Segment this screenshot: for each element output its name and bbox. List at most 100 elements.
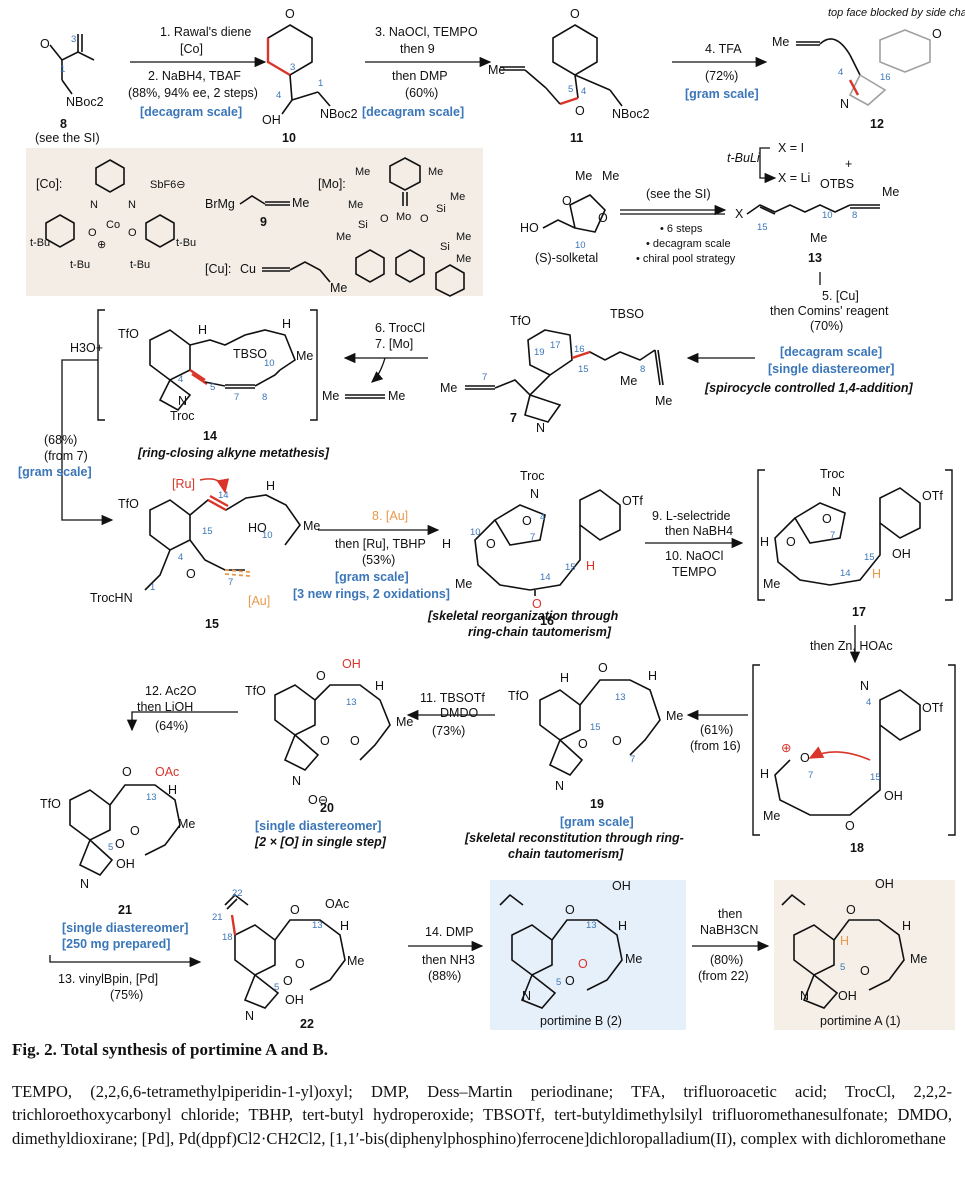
atom-num: 13	[615, 692, 626, 703]
solketal-route: (see the SI) • 6 steps • decagram scale …	[620, 187, 736, 265]
atom-me: Me	[292, 196, 309, 210]
scale-tag: [decagram scale]	[780, 345, 882, 359]
atom-num: 10	[822, 210, 833, 221]
atom-tfo: TfO	[40, 797, 61, 811]
step-line: then NH3	[422, 953, 475, 967]
compound-22: O OAc H Me O O OH N 22 21 18 13 5 22	[212, 888, 364, 1031]
atom-oac: OAc	[325, 897, 349, 911]
figure-caption: Fig. 2. Total synthesis of portimine A a…	[12, 1040, 328, 1059]
atom-o: O	[570, 7, 580, 21]
atom-num: 16	[574, 344, 585, 355]
compound-14: TfO H H TBSO Me N Troc 4 5 7 8 10 14 [ri…	[97, 309, 330, 460]
counter-ion: SbF6⊖	[150, 179, 186, 191]
atom-oh: OH	[875, 877, 894, 891]
atom-oh: OH	[116, 857, 135, 871]
compound-21: TfO O OAc H Me O O OH N 13 5 21 [single …	[40, 765, 195, 951]
atom-oh: OH	[285, 993, 304, 1007]
atom-me: Me	[330, 281, 347, 295]
atom-num: 10	[262, 530, 273, 541]
reconstitution-note: chain tautomerism]	[508, 847, 624, 861]
atom-me: Me	[348, 199, 363, 211]
atom-num: 5	[568, 84, 573, 95]
scale-tag: [gram scale]	[335, 570, 409, 584]
atom-me: Me	[450, 191, 465, 203]
step-line: 2. NaBH4, TBAF	[148, 69, 241, 83]
atom-num: 21	[212, 912, 223, 923]
atom-num: 7	[530, 532, 535, 543]
atom-o: O	[115, 837, 125, 851]
step-line: (70%)	[810, 319, 843, 333]
atom-h: H	[266, 479, 275, 493]
atom-oh: OH	[262, 113, 281, 127]
atom-troc: Troc	[520, 469, 545, 483]
atom-o: O	[846, 903, 856, 917]
atom-si: Si	[358, 219, 368, 231]
atom-h: H	[840, 934, 849, 948]
atom-num: 5	[108, 842, 113, 853]
step-5: 5. [Cu] then Comins' reagent (70%) [deca…	[686, 272, 914, 395]
atom-nboc: NBoc2	[66, 95, 104, 109]
atom-n: N	[536, 421, 545, 435]
route-note: • decagram scale	[646, 238, 731, 250]
atom-num: 10	[470, 527, 481, 538]
compound-label: 18	[850, 841, 864, 855]
atom-troc: Troc	[170, 409, 195, 423]
atom-num: 7	[234, 392, 239, 403]
atom-me: Me	[336, 231, 351, 243]
atom-h: H	[760, 767, 769, 781]
atom-me: Me	[455, 577, 472, 591]
atom-num: 13	[346, 697, 357, 708]
atom-num: 13	[586, 920, 597, 931]
atom-h: H	[872, 567, 881, 581]
scale-tag: [gram scale]	[560, 815, 634, 829]
atom-troc: Troc	[820, 467, 845, 481]
step-line: (73%)	[432, 724, 465, 738]
scale-tag: [250 mg prepared]	[62, 937, 170, 951]
atom-otf: OTf	[922, 489, 943, 503]
atom-o: O	[860, 964, 870, 978]
atom-o: O	[532, 597, 542, 611]
step-line: (60%)	[405, 86, 438, 100]
atom-num: 17	[550, 340, 561, 351]
atom-tfo: TfO	[508, 689, 529, 703]
atom-num: 5	[210, 382, 215, 393]
zn-step: then Zn, HOAc	[810, 625, 893, 664]
atom-me: Me	[428, 166, 443, 178]
atom-me: Me	[772, 35, 789, 49]
atom-num: 10	[264, 358, 275, 369]
step-11: 11. TBSOTf DMDO (73%)	[406, 691, 495, 738]
abbreviations-text: TEMPO, (2,2,6,6-tetramethylpiperidin-1-y…	[12, 1082, 952, 1148]
solketal: HO O O Me Me 10 (S)-solketal	[520, 169, 619, 265]
atom-num: 1	[60, 64, 65, 75]
step-line: 8. [Au]	[372, 509, 408, 523]
atom-me: Me	[440, 381, 457, 395]
atom-tbso: TBSO	[610, 307, 644, 321]
step-line: (88%, 94% ee, 2 steps)	[128, 86, 258, 100]
atom-o: O	[350, 734, 360, 748]
atom-n: N	[80, 877, 89, 891]
step-line: then NaBH4	[665, 524, 733, 538]
atom-n: N	[90, 199, 98, 211]
catalyst-box	[26, 148, 483, 296]
atom-h: H	[282, 317, 291, 331]
route-note: • 6 steps	[660, 223, 703, 235]
compound-19: TfO O H Me O O N H 13 15 7 19 [gram scal…	[464, 661, 684, 861]
atom-o: O	[122, 765, 132, 779]
compound-12: top face blocked by side chain Me O N 4 …	[772, 7, 965, 131]
atom-o: O	[845, 819, 855, 833]
step-line: 3. NaOCl, TEMPO	[375, 25, 478, 39]
atom-o: O	[40, 37, 50, 51]
atom-o: O	[800, 751, 810, 765]
route-note: • chiral pool strategy	[636, 253, 736, 265]
compound-7: TfO TBSO Me Me Me N 17 19 16 15 7 8 7	[440, 307, 672, 435]
atom-h: H	[198, 323, 207, 337]
step-line: (53%)	[362, 553, 395, 567]
atom-num: 4	[838, 67, 843, 78]
atom-me: Me	[296, 349, 313, 363]
atom-o: O	[130, 824, 140, 838]
step-line: (from 7)	[44, 449, 88, 463]
compound-16: Troc N OTf O H Me O O H 4 7 10 14 15 16 …	[427, 469, 643, 639]
step-final: then NaBH3CN (80%) (from 22)	[692, 907, 770, 983]
atom-me: Me	[575, 169, 592, 183]
tBuLi-exchange: t-BuLi X = I X = Li +	[727, 141, 852, 185]
